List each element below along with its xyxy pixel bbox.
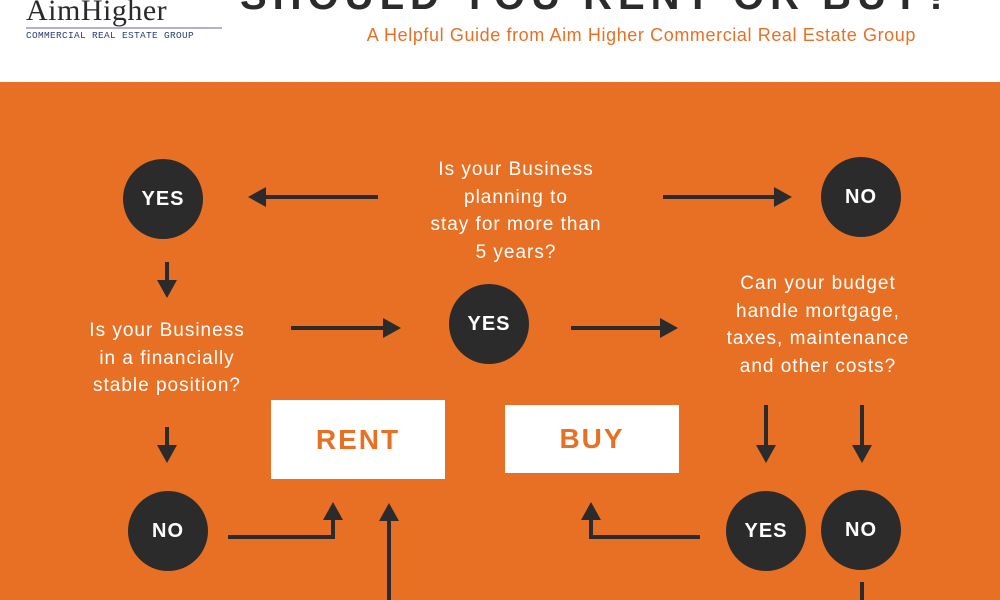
rent-box: RENT	[271, 400, 445, 479]
no-circle-top-right: NO	[821, 157, 901, 237]
header: AimHigher COMMERCIAL REAL ESTATE GROUP S…	[0, 0, 1000, 82]
no-circle-bottom-left: NO	[128, 491, 208, 571]
yes-circle-top-left: YES	[123, 159, 203, 239]
yes-circle-bottom-right: YES	[726, 491, 806, 571]
company-logo: AimHigher COMMERCIAL REAL ESTATE GROUP	[4, 0, 234, 56]
page-title: SHOULD YOU RENT OR BUY?	[240, 0, 955, 12]
no-circle-bottom-right: NO	[821, 490, 901, 570]
buy-box: BUY	[505, 405, 679, 473]
page-subtitle: A Helpful Guide from Aim Higher Commerci…	[366, 25, 916, 45]
logo-wordmark: AimHigher	[26, 0, 168, 27]
question-stay-five-years: Is your Business planning to stay for mo…	[430, 159, 602, 263]
question-financially-stable: Is your Business in a financially stable…	[89, 320, 245, 396]
title-area: SHOULD YOU RENT OR BUY?	[240, 0, 1000, 12]
arrow-no-to-rent	[228, 516, 335, 539]
logo-divider	[26, 27, 222, 29]
yes-circle-center: YES	[449, 284, 529, 364]
arrow-yes-to-buy	[589, 517, 700, 539]
logo-tagline: COMMERCIAL REAL ESTATE GROUP	[26, 30, 195, 41]
question-budget: Can your budget handle mortgage, taxes, …	[726, 273, 910, 377]
